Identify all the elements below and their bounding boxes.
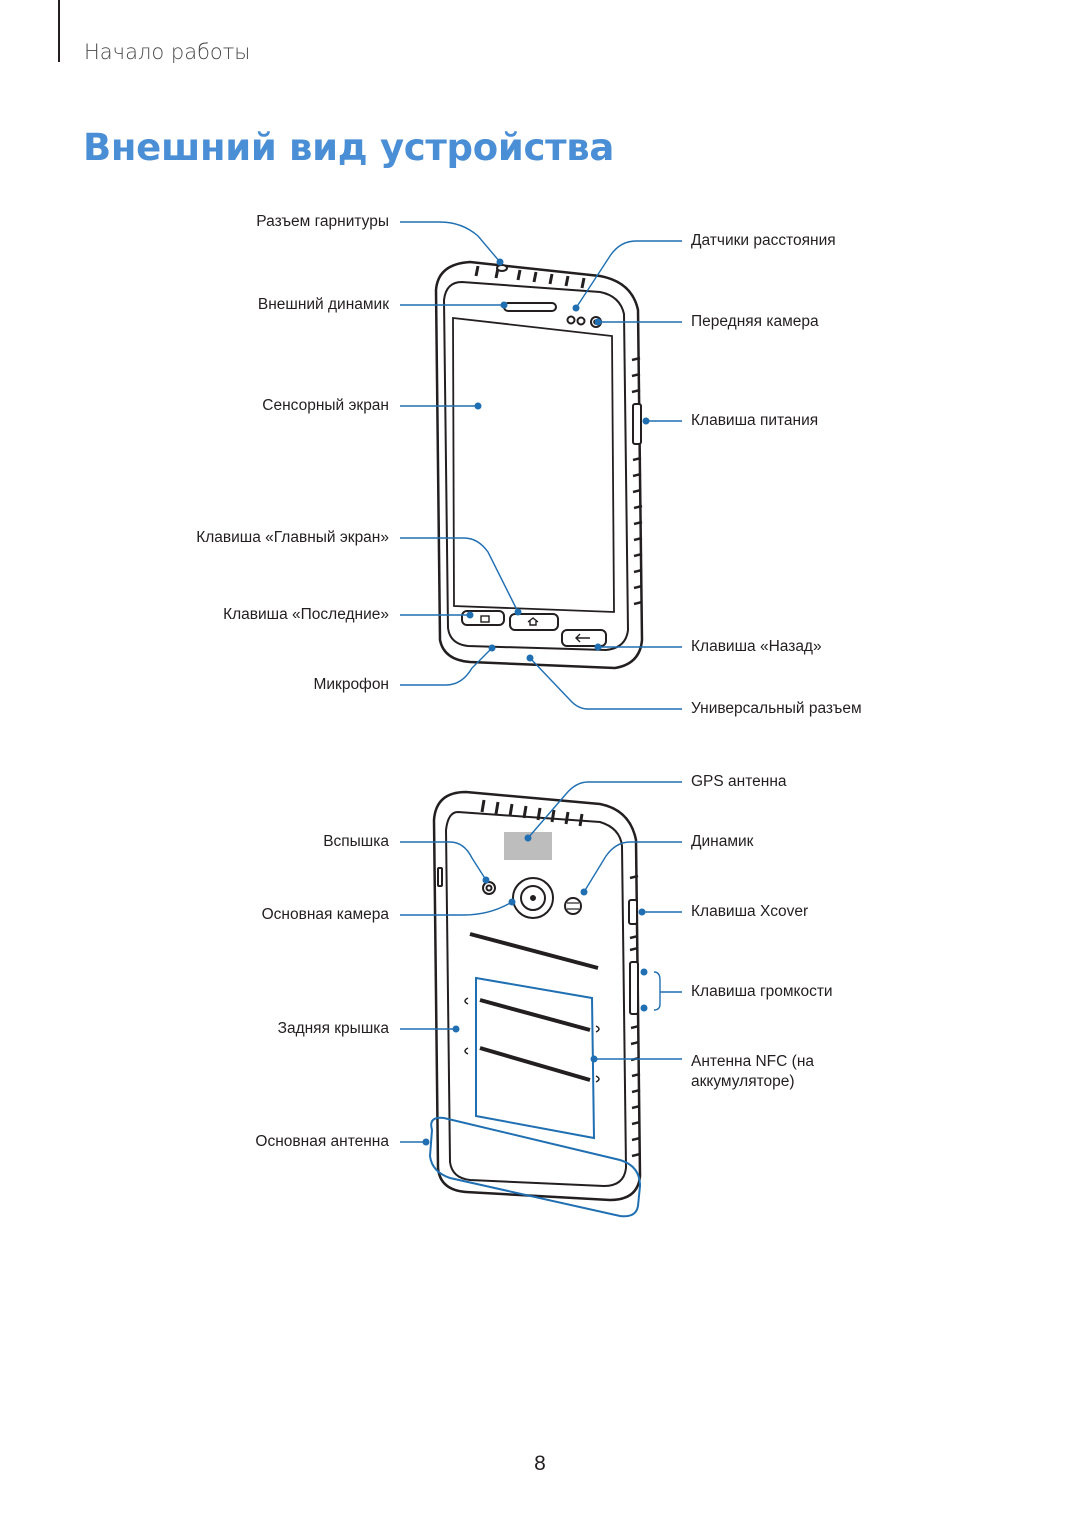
label-front-camera: Передняя камера	[691, 313, 819, 330]
label-flash: Вспышка	[323, 833, 389, 850]
label-proximity-sensors: Датчики расстояния	[691, 232, 836, 249]
front-device	[434, 260, 644, 670]
label-power-key: Клавиша питания	[691, 412, 819, 429]
label-home-key: Клавиша «Главный экран»	[196, 529, 389, 546]
section-header: Начало работы	[84, 40, 251, 64]
side-rule	[58, 0, 60, 62]
label-xcover-key: Клавиша Xcover	[691, 903, 809, 920]
label-main-antenna: Основная антенна	[255, 1133, 389, 1150]
front-callout-dots	[466, 258, 650, 662]
label-nfc-antenna: Антенна NFC (на аккумуляторе)	[691, 1053, 814, 1091]
label-volume-key: Клавиша громкости	[691, 983, 833, 1000]
label-rear-camera: Основная камера	[261, 906, 389, 923]
label-headset-jack: Разъем гарнитуры	[256, 213, 389, 230]
label-external-speaker: Внешний динамик	[257, 296, 389, 313]
back-callouts	[400, 781, 682, 1143]
front-callouts	[400, 221, 682, 710]
label-multipurpose-jack: Универсальный разъем	[691, 700, 862, 717]
back-device	[428, 790, 642, 1218]
label-back-cover: Задняя крышка	[277, 1020, 389, 1037]
page-title: Внешний вид устройства	[83, 126, 615, 169]
label-speaker: Динамик	[691, 833, 754, 850]
label-gps-antenna: GPS антенна	[691, 773, 787, 790]
page-number: 8	[534, 1452, 546, 1475]
label-microphone: Микрофон	[313, 676, 389, 693]
label-back-key: Клавиша «Назад»	[691, 638, 822, 655]
back-callout-dots	[422, 834, 648, 1146]
label-touchscreen: Сенсорный экран	[262, 397, 389, 414]
label-recents-key: Клавиша «Последние»	[223, 606, 389, 623]
